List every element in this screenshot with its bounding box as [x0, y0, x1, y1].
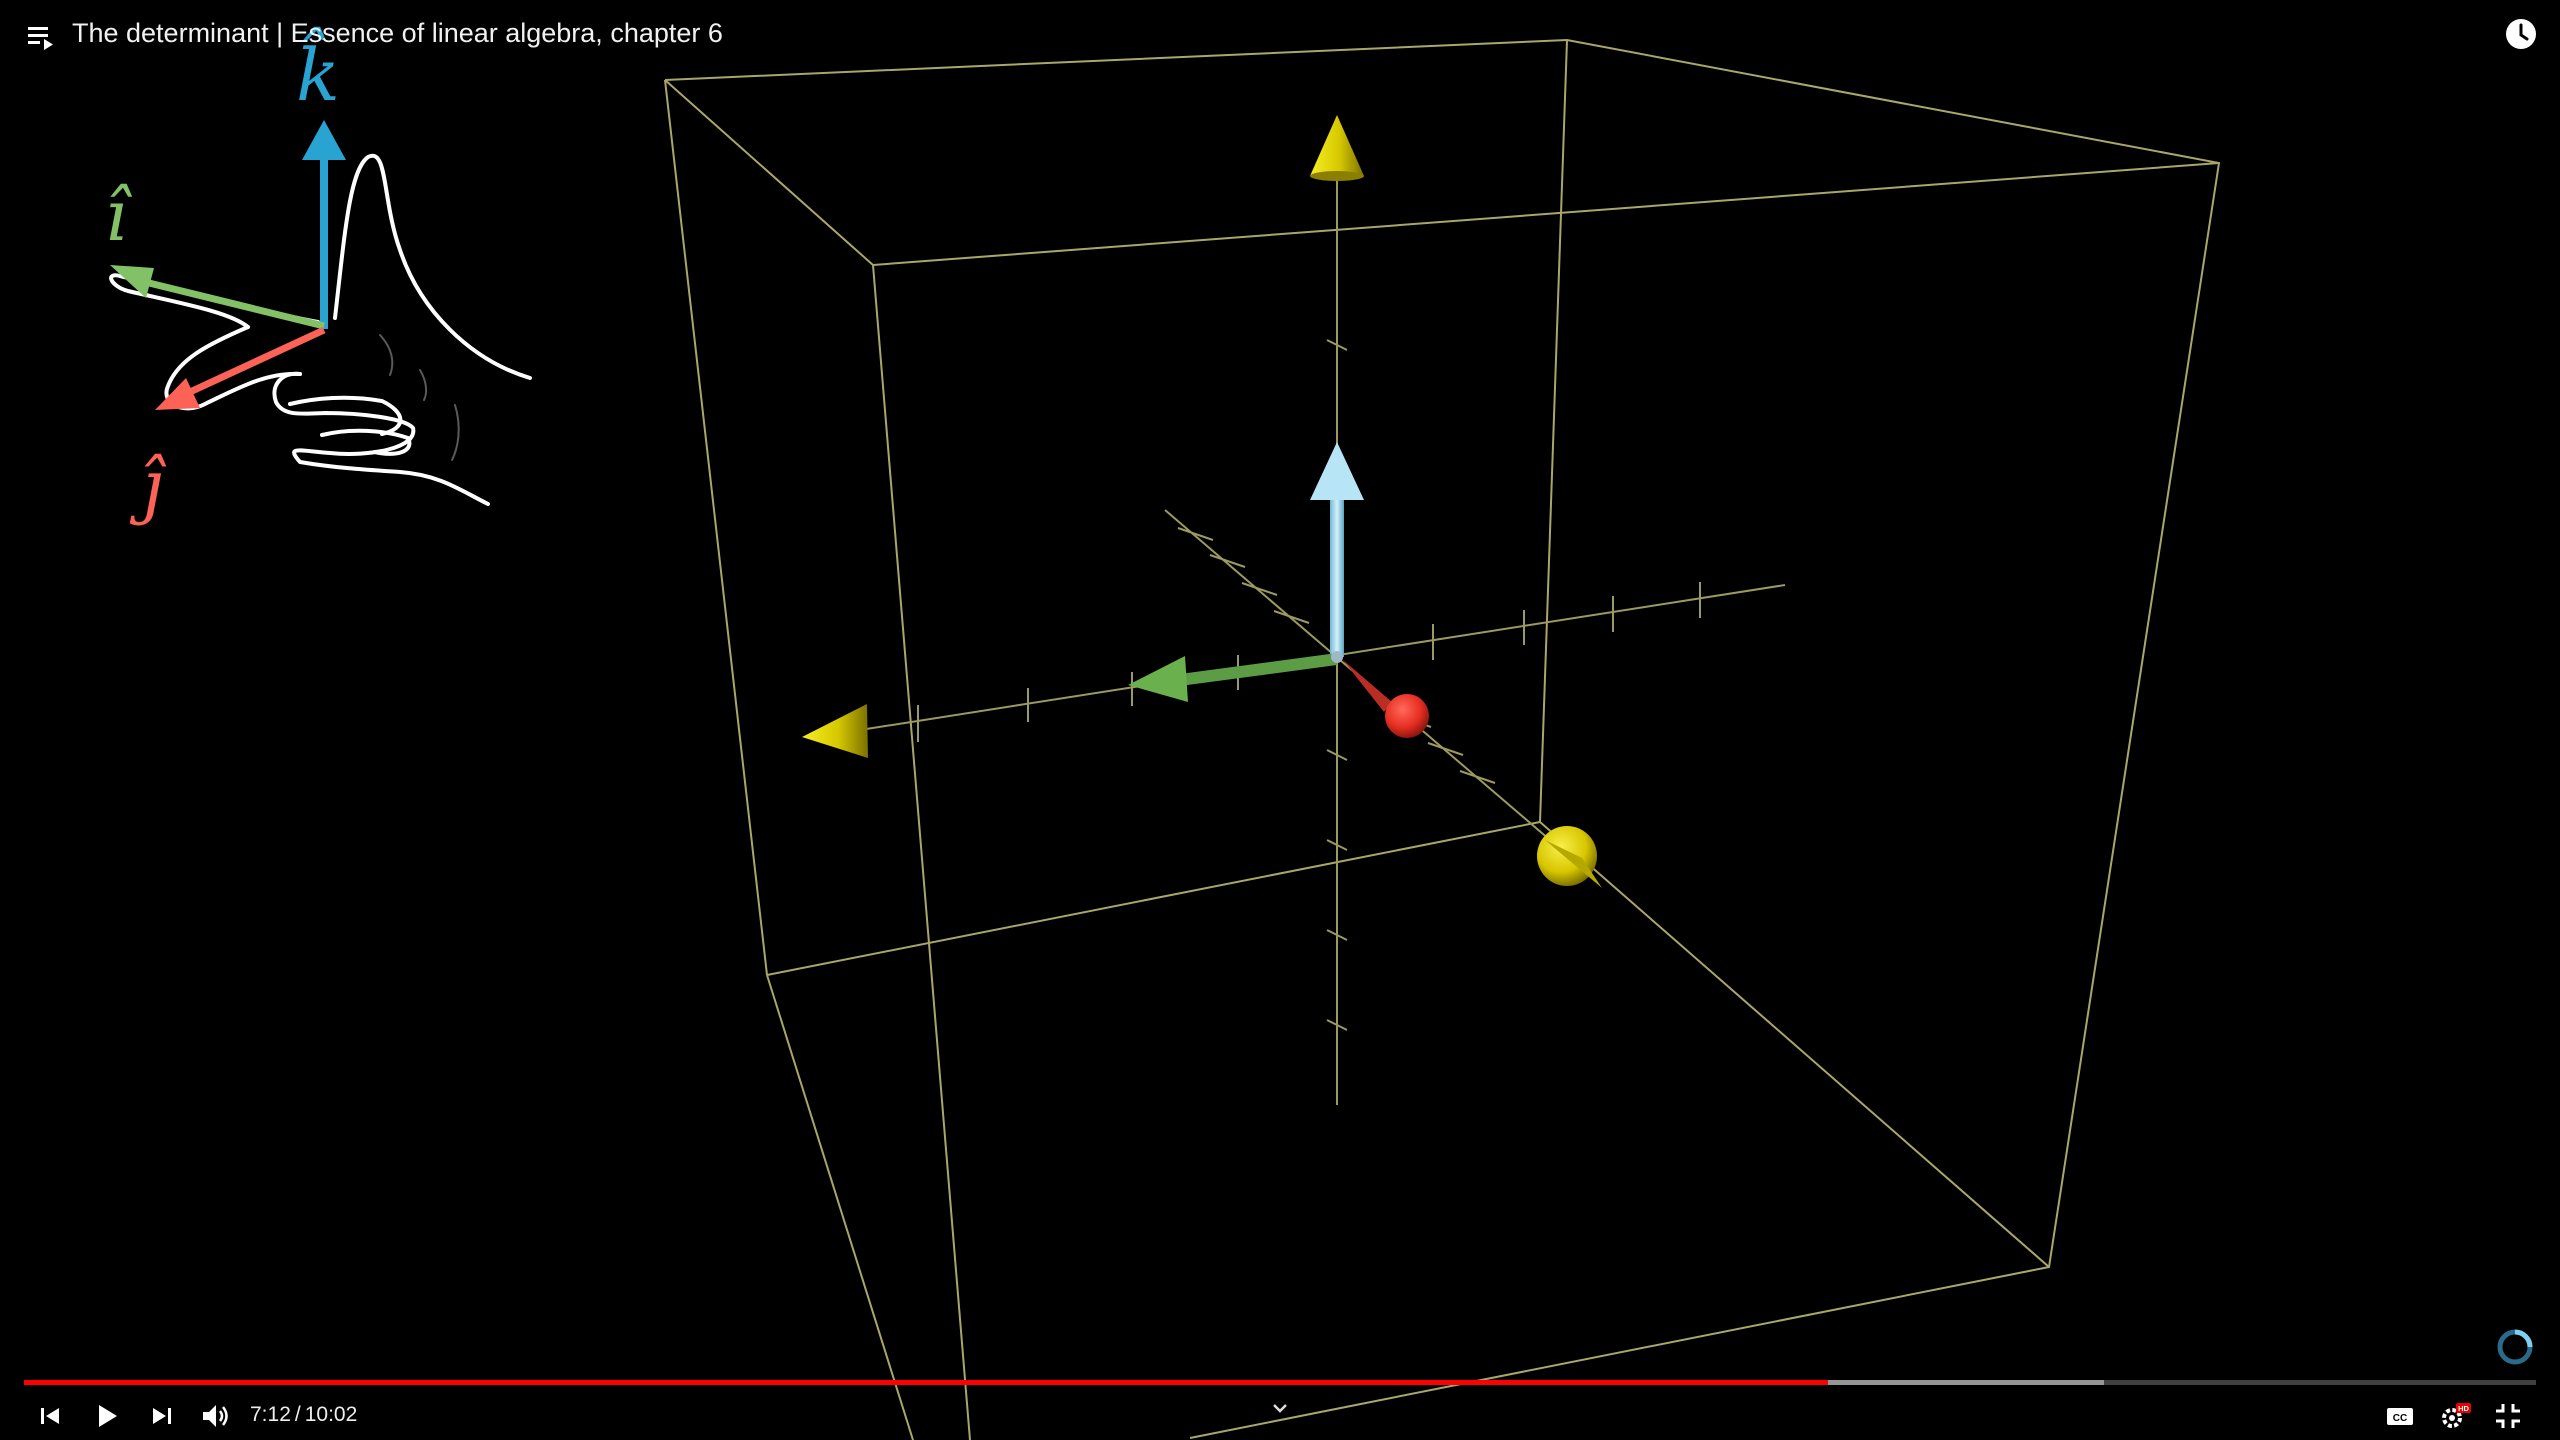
video-title[interactable]: The determinant | Essence of linear alge…: [72, 18, 723, 48]
coordinate-axes: [859, 160, 1786, 1105]
progress-played: [24, 1380, 1828, 1385]
watch-later-icon[interactable]: [2504, 17, 2538, 51]
hd-badge: HD: [2458, 1404, 2469, 1413]
svg-text:CC: CC: [2393, 1413, 2407, 1424]
chevron-down-icon[interactable]: [1268, 1396, 1292, 1420]
axis-arrowheads: [802, 115, 1602, 888]
exit-fullscreen-icon[interactable]: [2490, 1398, 2526, 1434]
top-bar: The determinant | Essence of linear alge…: [0, 0, 2560, 70]
x-axis-arrowhead: [802, 704, 868, 758]
playlist-icon[interactable]: [26, 22, 56, 52]
j-hat-vector: [1335, 650, 1392, 712]
captions-icon[interactable]: CC: [2382, 1398, 2418, 1434]
basis-vectors: [1128, 442, 1429, 738]
k-hat-label: k̂: [296, 25, 340, 117]
z-axis-arrowhead: [1310, 115, 1364, 176]
k-hat-vector: [1330, 500, 1344, 657]
i-hat-label: î: [105, 175, 133, 257]
progress-bar[interactable]: [24, 1378, 2536, 1386]
right-hand-rule-overlay: k̂ î ĵ: [105, 25, 532, 527]
i-hat-vector: [1180, 653, 1337, 686]
cube-wireframe: [664, 38, 2221, 1440]
time-separator: /: [294, 1403, 301, 1426]
volume-icon[interactable]: [198, 1398, 234, 1434]
hand-sketch: [109, 153, 532, 506]
settings-icon[interactable]: HD: [2436, 1398, 2472, 1434]
previous-icon[interactable]: [32, 1398, 68, 1434]
duration: 10:02: [304, 1403, 358, 1426]
next-icon[interactable]: [144, 1398, 180, 1434]
loading-spinner-icon: [2497, 1329, 2533, 1365]
j-hat-label: ĵ: [129, 445, 167, 527]
play-icon[interactable]: [88, 1398, 124, 1434]
player-controls: 7:12/10:02 CC HD: [0, 1390, 2560, 1440]
time-display: 7:12/10:02: [250, 1403, 357, 1427]
current-time: 7:12: [250, 1403, 291, 1426]
